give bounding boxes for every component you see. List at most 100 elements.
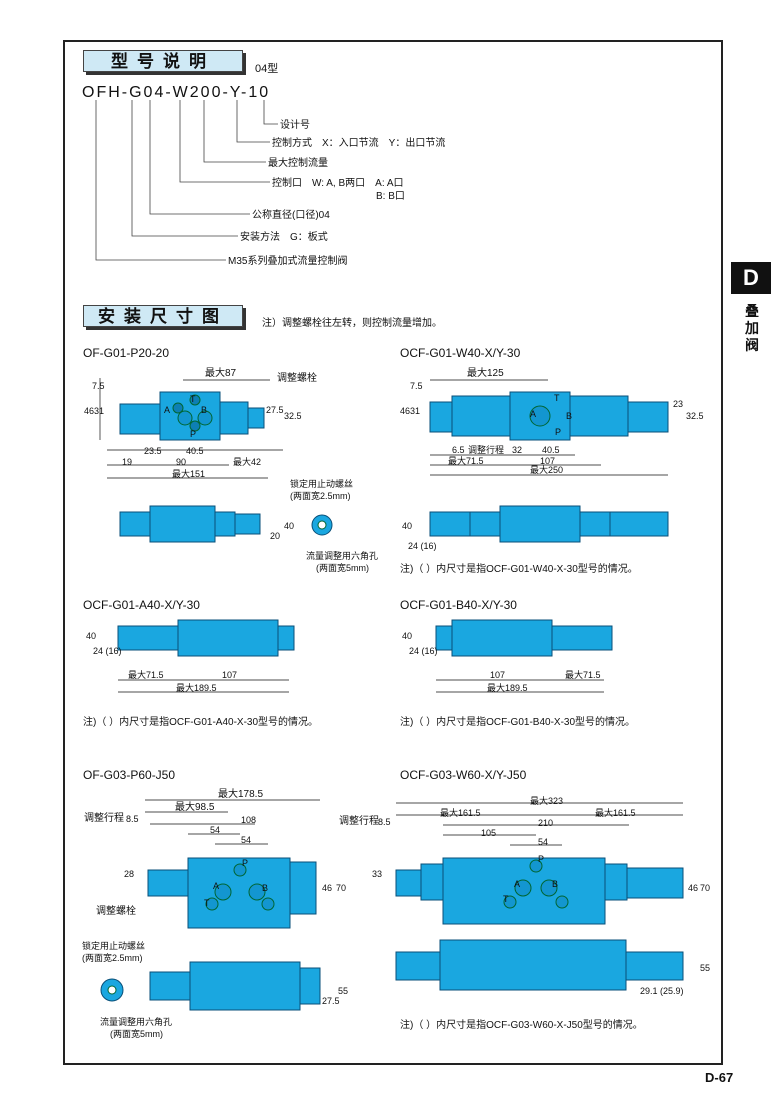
d4-label: 最大189.5 [487, 683, 528, 693]
d3-label: 最大189.5 [176, 683, 217, 693]
d5-label: (两面宽2.5mm) [82, 953, 143, 963]
d5-port: B [262, 883, 269, 893]
drawing-1-dims [99, 378, 283, 479]
drawing-6-side-view [395, 939, 684, 991]
d4-label: 107 [490, 670, 506, 680]
d5-port: P [242, 858, 249, 868]
drawing-6-top-view [395, 857, 684, 925]
d2-label: 40.5 [542, 445, 560, 455]
d2-label: 31 [410, 406, 421, 416]
d4-label: 24 (16) [409, 646, 438, 656]
model-item-port-b: B: B口 [376, 191, 405, 202]
d2-label: 最大71.5 [448, 456, 484, 466]
drawing-note-6: 注)（ ）内尺寸是指OCF-G03-W60-X-J50型号的情况。 [400, 1020, 643, 1031]
d1-label: 31 [94, 406, 105, 416]
d5-label: 调整螺栓 [96, 906, 136, 917]
drawing-6-dims [396, 802, 683, 846]
d6-label: 210 [538, 818, 554, 828]
d1-port: P [190, 429, 197, 439]
d2-label: 32 [512, 445, 523, 455]
drawing-1-side-view [119, 505, 333, 543]
drawing-2-side-view [429, 505, 669, 543]
d5-port: A [213, 881, 220, 891]
d3-label: 40 [86, 631, 97, 641]
model-item-design: 设计号 [280, 120, 310, 131]
drawing-5-top-view [147, 857, 317, 929]
drawing-note-2: 注)（ ）内尺寸是指OCF-G01-W40-X-30型号的情况。 [400, 564, 638, 575]
d5-label: 70 [336, 883, 347, 893]
d6-label: 55 [700, 963, 711, 973]
chapter-tab: D [731, 262, 771, 294]
model-suffix: 04型 [255, 63, 279, 75]
model-item-port: 控制口 W: A, B两口 A: A口 [272, 178, 404, 189]
d1-port: B [201, 405, 208, 415]
d1-label: 40.5 [186, 446, 204, 456]
d1-label: 40 [284, 521, 295, 531]
d1-label: 最大87 [205, 368, 237, 379]
d5-label: 锁定用止动螺丝 [82, 941, 146, 951]
drawing-title-4: OCF-G01-B40-X/Y-30 [400, 598, 517, 612]
model-item-control: 控制方式 X：入口节流 Y：出口节流 [272, 138, 446, 149]
d2-label: 40 [402, 521, 413, 531]
d6-label: 46 [688, 883, 699, 893]
d5-label: 55 [338, 986, 349, 996]
drawing-3-dims [118, 679, 289, 693]
d4-label: 40 [402, 631, 413, 641]
model-leaders [95, 100, 278, 261]
model-item-size: 公称直径(口径)04 [252, 210, 330, 221]
d5-label: 调整行程 [84, 813, 124, 824]
d6-port: T [503, 894, 509, 904]
d5-label: 流量调整用六角孔 [100, 1017, 173, 1027]
model-section-title: 型号说明 [83, 50, 243, 72]
d2-label: 32.5 [686, 411, 704, 421]
d6-label: 33 [372, 869, 383, 879]
d3-label: 107 [222, 670, 238, 680]
d2-port: A [530, 409, 537, 419]
d6-label: 调整行程 [339, 816, 379, 827]
d5-port: T [204, 898, 210, 908]
d6-port: A [514, 879, 521, 889]
d6-label: 29.1 (25.9) [640, 986, 684, 996]
d1-label: 最大151 [172, 469, 206, 479]
d5-label: 28 [124, 869, 135, 879]
d3-label: 最大71.5 [128, 670, 164, 680]
model-item-mount: 安装方法 G：板式 [240, 232, 328, 243]
d2-label: 46 [400, 406, 411, 416]
model-item-series: M35系列叠加式流量控制阀 [228, 256, 348, 267]
d1-label: 32.5 [284, 411, 302, 421]
d6-label: 最大161.5 [440, 808, 481, 818]
d1-label: 27.5 [266, 405, 284, 415]
d2-port: B [566, 411, 573, 421]
d2-port: P [555, 427, 562, 437]
d1-label: 19 [122, 457, 133, 467]
drawing-5-side-view [100, 961, 321, 1011]
install-note: 注）调整螺栓往左转，则控制流量增加。 [262, 318, 442, 329]
drawing-title-3: OCF-G01-A40-X/Y-30 [83, 598, 200, 612]
d2-label: 6.5 [452, 445, 465, 455]
d5-label: (两面宽5mm) [110, 1029, 163, 1039]
d2-label: 最大250 [530, 465, 564, 475]
drawing-2-dims [430, 379, 668, 476]
drawing-title-5: OF-G03-P60-J50 [83, 768, 176, 782]
drawing-title-2: OCF-G01-W40-X/Y-30 [400, 346, 521, 360]
d1-label: 20 [270, 531, 281, 541]
page-number: D-67 [705, 1070, 734, 1085]
d5-label: 108 [241, 815, 257, 825]
d2-label: 23 [673, 399, 684, 409]
d2-label: 7.5 [410, 381, 423, 391]
d2-label: 107 [540, 456, 556, 466]
d6-label: 54 [538, 837, 549, 847]
d2-label: 最大125 [467, 368, 504, 379]
d1-label: (两面宽2.5mm) [290, 491, 351, 501]
drawing-note-4: 注)（ ）内尺寸是指OCF-G01-B40-X-30型号的情况。 [400, 717, 636, 728]
d5-label: 27.5 [322, 996, 340, 1006]
drawing-note-3: 注)（ ）内尺寸是指OCF-G01-A40-X-30型号的情况。 [83, 717, 319, 728]
d1-label: 调整螺栓 [277, 373, 317, 384]
d2-port: T [554, 393, 560, 403]
d2-label: 24 (16) [408, 541, 437, 551]
d1-label: 46 [84, 406, 95, 416]
page-frame [63, 40, 723, 1065]
drawing-5-dims [145, 799, 320, 845]
d5-label: 8.5 [126, 814, 139, 824]
